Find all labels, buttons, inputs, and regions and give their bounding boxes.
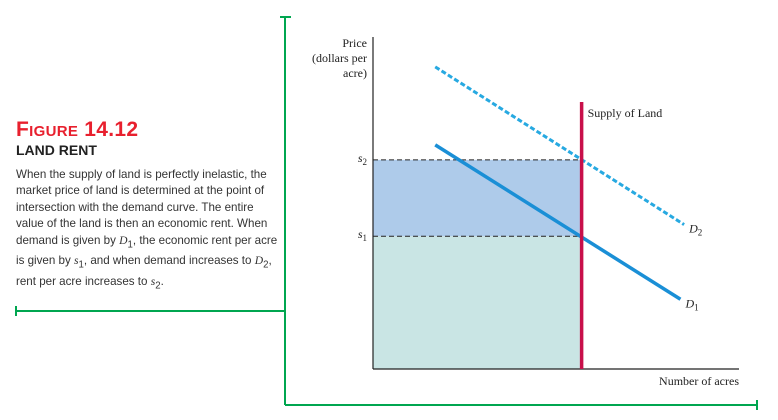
- text: 1: [78, 259, 84, 271]
- demand-label-D1: D1: [684, 296, 698, 312]
- y-axis-label-line: acre): [343, 66, 367, 80]
- land-value-area-s1: [373, 236, 582, 369]
- text: , rent per acre increases to: [16, 254, 272, 289]
- figure-bracket: [15, 16, 758, 410]
- figure-description: When the supply of land is perfectly ine…: [16, 167, 278, 295]
- text: s: [74, 254, 79, 268]
- y-axis-label-line: Price: [342, 36, 367, 50]
- text: , the economic rent per acre is given by: [16, 233, 278, 268]
- text: , and when demand increases to: [83, 254, 255, 268]
- figure-caption: Figure 14.12 LAND RENT When the supply o…: [16, 118, 278, 295]
- figure-label: Figure 14.12: [16, 118, 139, 141]
- price-level-label-s1: s1: [358, 227, 367, 243]
- demand-label-D2: D2: [688, 222, 702, 238]
- demand-curve-D2: [434, 65, 685, 226]
- text: D: [254, 254, 264, 268]
- text: s: [150, 275, 156, 289]
- demand-curve-D1: [434, 143, 682, 301]
- x-axis-label: Number of acres: [659, 374, 739, 388]
- text: When the supply of land is perfectly ine…: [16, 168, 268, 247]
- y-axis-label-line: (dollars per: [312, 51, 367, 65]
- text: 2: [155, 280, 161, 292]
- price-level-label-s2: s2: [358, 151, 367, 167]
- figure-title: LAND RENT: [16, 142, 97, 158]
- text: 2: [263, 259, 269, 271]
- supply-of-land-label: Supply of Land: [588, 106, 663, 120]
- text: D: [119, 233, 128, 247]
- text: 1: [127, 238, 133, 250]
- text: .: [160, 275, 164, 289]
